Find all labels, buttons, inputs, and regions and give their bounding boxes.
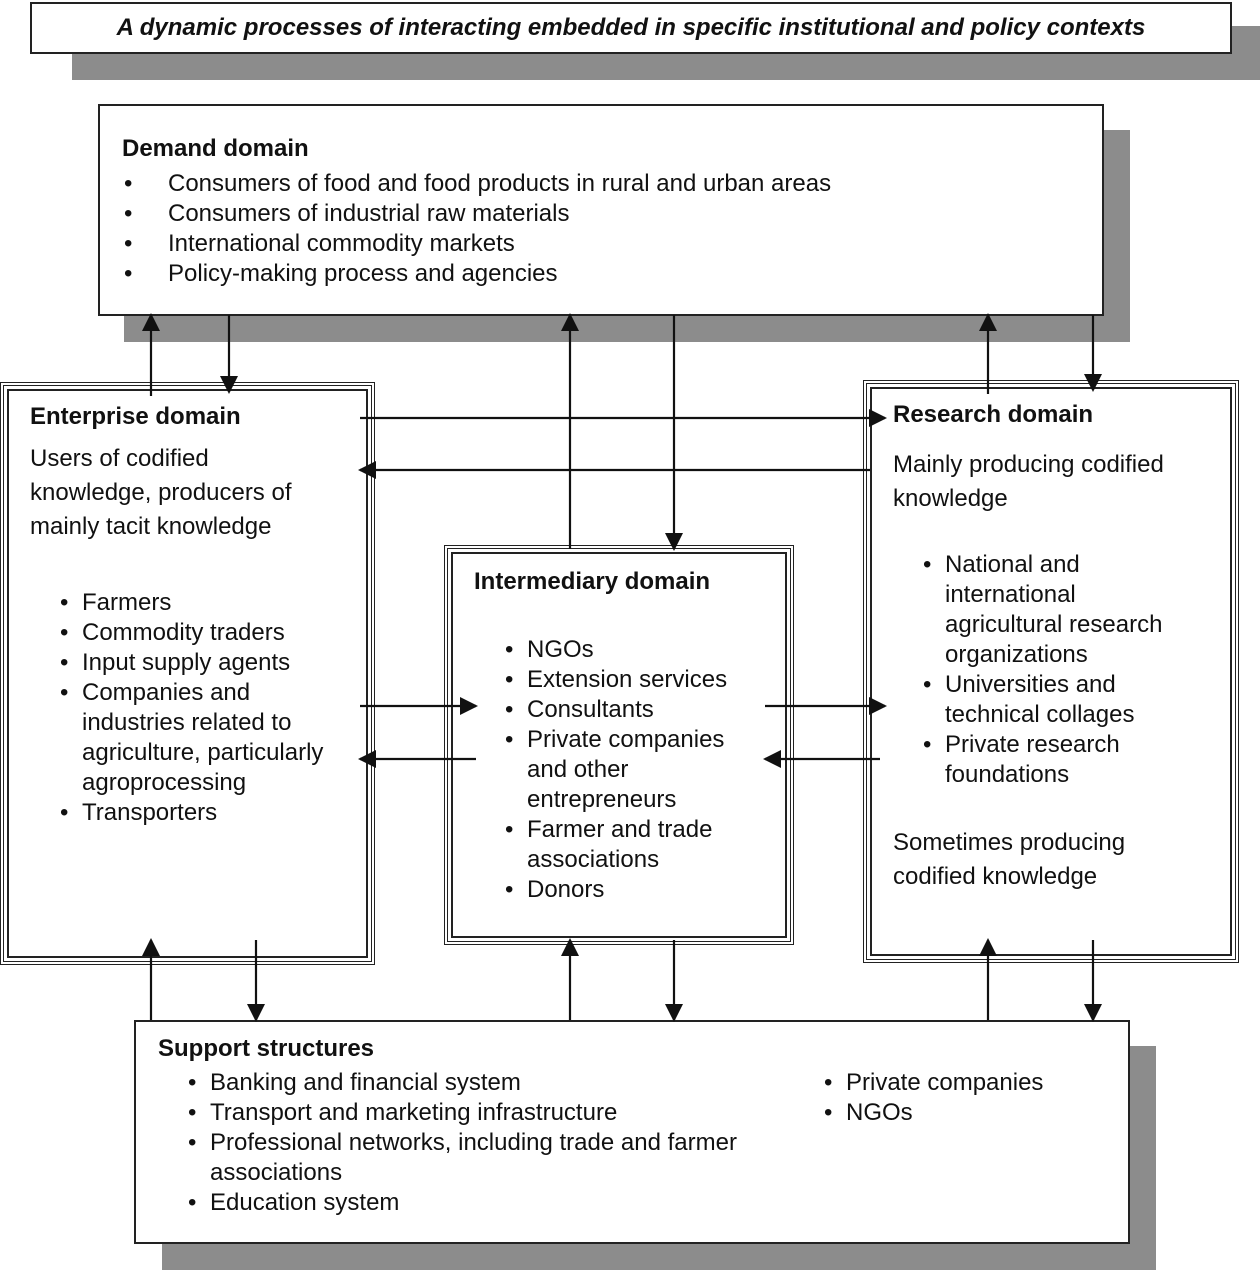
support-structures-list-left: Banking and financial system Transport a… <box>188 1068 737 1218</box>
intermediary-domain-heading: Intermediary domain <box>474 568 711 595</box>
list-item: Input supply agents <box>60 648 323 678</box>
intermediary-domain-box: Intermediary domain NGOs Extension servi… <box>444 545 794 945</box>
enterprise-domain-box: Enterprise domain Users of codified know… <box>0 382 375 965</box>
list-item: Donors <box>505 875 727 905</box>
diagram-title: A dynamic processes of interacting embed… <box>116 14 1146 41</box>
enterprise-domain-heading: Enterprise domain <box>30 403 241 430</box>
research-domain-heading: Research domain <box>893 401 1094 428</box>
enterprise-domain-list: Farmers Commodity traders Input supply a… <box>60 588 323 828</box>
list-item: Policy-making process and agencies <box>116 259 831 289</box>
support-structures-heading: Support structures <box>158 1035 375 1062</box>
list-item: NGOs <box>505 635 727 665</box>
list-item: Education system <box>188 1188 737 1218</box>
list-item: Banking and financial system <box>188 1068 737 1098</box>
research-domain-box: Research domain Mainly producing codifie… <box>863 380 1239 963</box>
enterprise-domain-description: Users of codified knowledge, producers o… <box>30 445 292 540</box>
list-item: Private companies and other entrepreneur… <box>505 725 727 815</box>
list-item: National and international agricultural … <box>923 550 1162 670</box>
list-item: Consultants <box>505 695 727 725</box>
list-item: Consumers of industrial raw materials <box>116 199 831 229</box>
demand-domain-heading: Demand domain <box>122 135 309 162</box>
list-item: Farmers <box>60 588 323 618</box>
demand-domain-box: Demand domain Consumers of food and food… <box>98 104 1104 316</box>
list-item: NGOs <box>824 1098 1043 1128</box>
intermediary-domain-list: NGOs Extension services Consultants Priv… <box>505 635 727 905</box>
demand-domain-list: Consumers of food and food products in r… <box>116 169 831 289</box>
research-domain-list: National and international agricultural … <box>923 550 1162 790</box>
list-item: International commodity markets <box>116 229 831 259</box>
list-item: Farmer and trade associations <box>505 815 727 875</box>
list-item: Professional networks, including trade a… <box>188 1128 737 1188</box>
support-structures-list-right: Private companies NGOs <box>824 1068 1043 1128</box>
list-item: Transporters <box>60 798 323 828</box>
list-item: Private research foundations <box>923 730 1162 790</box>
list-item: Private companies <box>824 1068 1043 1098</box>
list-item: Consumers of food and food products in r… <box>116 169 831 199</box>
research-domain-footer: Sometimes producing codified knowledge <box>893 829 1126 890</box>
title-banner: A dynamic processes of interacting embed… <box>30 2 1232 54</box>
list-item: Commodity traders <box>60 618 323 648</box>
list-item: Transport and marketing infrastructure <box>188 1098 737 1128</box>
list-item: Extension services <box>505 665 727 695</box>
support-structures-box: Support structures Banking and financial… <box>134 1020 1130 1244</box>
list-item: Universities and technical collages <box>923 670 1162 730</box>
research-domain-description: Mainly producing codified knowledge <box>893 451 1164 512</box>
list-item: Companies and industries related to agri… <box>60 678 323 798</box>
